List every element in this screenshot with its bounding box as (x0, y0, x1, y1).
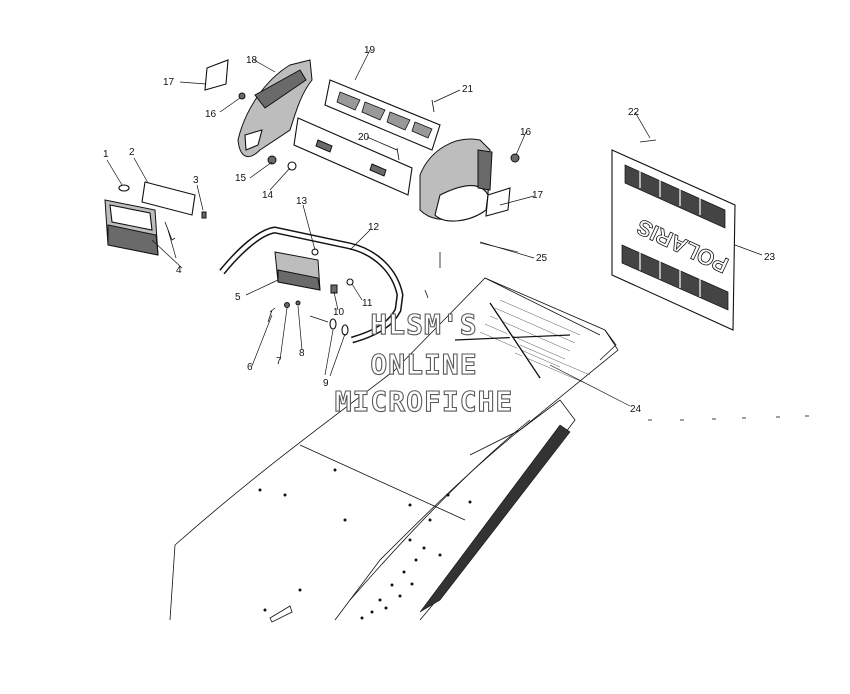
callout-21: 21 (462, 84, 474, 95)
callout-7: 7 (276, 356, 282, 367)
callout-6: 6 (247, 362, 253, 373)
callout-23: 23 (764, 252, 776, 263)
watermark: HLSM'S ONLINE MICROFICHE (334, 307, 514, 418)
grab-handle-left (237, 59, 313, 158)
callouts: 1 2 3 4 5 6 7 8 9 10 11 12 13 14 15 16 1… (103, 45, 776, 415)
callout-19: 19 (364, 45, 376, 56)
callout-17-left: 17 (163, 77, 175, 88)
grab-handle-right (419, 138, 493, 222)
callout-12: 12 (368, 222, 380, 233)
callout-25: 25 (536, 253, 548, 264)
hardware (267, 300, 349, 336)
callout-4: 4 (176, 265, 182, 276)
watermark-line-2: ONLINE (370, 348, 477, 381)
leader-lines (106, 49, 763, 407)
rail-lower (293, 117, 413, 196)
callout-17-right: 17 (532, 190, 544, 201)
callout-10: 10 (333, 307, 345, 318)
watermark-line-1: HLSM'S (370, 308, 477, 341)
tail-light-assembly (104, 181, 321, 291)
rail-upper (324, 79, 441, 151)
callout-20: 20 (358, 132, 370, 143)
callout-1: 1 (103, 149, 109, 160)
callout-13: 13 (296, 196, 308, 207)
top-hardware (204, 59, 657, 299)
callout-16-right: 16 (520, 127, 532, 138)
callout-9: 9 (323, 378, 329, 389)
callout-22: 22 (628, 107, 640, 118)
callout-11: 11 (362, 298, 373, 309)
dashed-edge (648, 415, 809, 421)
callout-15: 15 (235, 173, 247, 184)
rear-bumper (219, 226, 404, 344)
callout-2: 2 (129, 147, 135, 158)
callout-18: 18 (246, 55, 258, 66)
snowflap: POLARIS (611, 149, 736, 331)
callout-14: 14 (262, 190, 274, 201)
tunnel-body (169, 277, 619, 623)
callout-8: 8 (299, 348, 305, 359)
callout-16-left: 16 (205, 109, 217, 120)
callout-5: 5 (235, 292, 241, 303)
callout-3: 3 (193, 175, 199, 186)
watermark-line-3: MICROFICHE (335, 385, 514, 418)
callout-24: 24 (630, 404, 642, 415)
